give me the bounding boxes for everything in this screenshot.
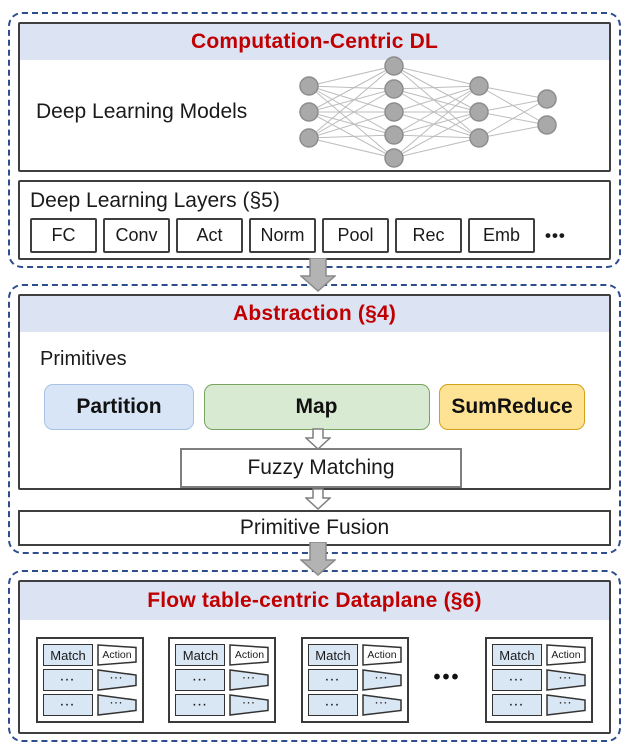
- primitive-partition: Partition: [44, 384, 194, 430]
- deep-learning-models-box: Computation-Centric DL Deep Learning Mod…: [18, 22, 611, 172]
- match-cell: Match: [491, 644, 542, 666]
- match-row-dots: ...: [60, 671, 76, 684]
- action-row: ...: [229, 669, 270, 691]
- section3-header-band: Flow table-centric Dataplane (§6): [20, 582, 609, 620]
- layer-chip-act: Act: [176, 218, 243, 253]
- section-abstraction: Abstraction (§4) Primitives Partition Ma…: [8, 284, 621, 554]
- action-row: ...: [229, 694, 270, 716]
- primitive-sumreduce: SumReduce: [439, 384, 585, 430]
- neural-network-diagram: [289, 56, 569, 168]
- match-cell: Match: [307, 644, 358, 666]
- dataplane-box: Flow table-centric Dataplane (§6) Match …: [18, 580, 611, 734]
- section-computation-centric-dl: Computation-Centric DL Deep Learning Mod…: [8, 12, 621, 268]
- section2-header-band: Abstraction (§4): [20, 296, 609, 332]
- flow-table: Match Action ... ... .: [168, 637, 277, 723]
- action-row: ...: [546, 669, 586, 691]
- action-row: ...: [97, 669, 137, 691]
- match-row-dots: ...: [192, 696, 209, 709]
- section1-title: Computation-Centric DL: [190, 30, 439, 53]
- action-row: ...: [546, 694, 586, 716]
- match-row-dots: ...: [192, 671, 209, 684]
- fuzzy-matching-box: Fuzzy Matching: [180, 448, 462, 488]
- action-cell: Action: [546, 644, 586, 666]
- flow-tables-row: Match Action ... ... .: [36, 636, 593, 724]
- primitives-label: Primitives: [40, 348, 127, 370]
- layer-chip-fc: FC: [30, 218, 97, 253]
- deep-learning-models-label: Deep Learning Models: [36, 100, 248, 123]
- deep-learning-layers-label: Deep Learning Layers (§5): [30, 189, 280, 212]
- neural-network-svg: [299, 56, 557, 168]
- flow-table: Match Action ... ... .: [300, 637, 409, 723]
- layer-chips-row: FC Conv Act Norm Pool Rec Emb •••: [30, 218, 599, 253]
- section2-title: Abstraction (§4): [232, 302, 397, 325]
- flow-table: Match Action ... ... .: [36, 637, 144, 723]
- action-cell: Action: [362, 644, 402, 666]
- match-cell: Match: [43, 644, 93, 666]
- match-row-dots: ...: [60, 696, 76, 709]
- abstraction-box: Abstraction (§4) Primitives Partition Ma…: [18, 294, 611, 490]
- match-row-dots: ...: [325, 671, 341, 684]
- down-arrow-hollow-icon: [305, 488, 331, 510]
- down-arrow-icon: [300, 258, 336, 292]
- match-row-dots: ...: [325, 696, 341, 709]
- primitive-fusion-box: Primitive Fusion: [18, 510, 611, 546]
- layer-chip-rec: Rec: [395, 218, 462, 253]
- layer-chip-pool: Pool: [322, 218, 389, 253]
- action-row: ...: [362, 669, 402, 691]
- section3-title: Flow table-centric Dataplane (§6): [147, 589, 482, 612]
- down-arrow-hollow-icon: [305, 428, 331, 450]
- layers-ellipsis: •••: [545, 225, 566, 245]
- down-arrow-icon: [300, 542, 336, 576]
- flow-tables-ellipsis: •••: [433, 666, 461, 689]
- primitives-row: Partition Map SumReduce: [44, 384, 585, 430]
- action-cell: Action: [97, 644, 137, 666]
- layer-chip-conv: Conv: [103, 218, 170, 253]
- section-flow-table-dataplane: Flow table-centric Dataplane (§6) Match …: [8, 570, 621, 742]
- deep-learning-layers-box: Deep Learning Layers (§5) FC Conv Act No…: [18, 180, 611, 260]
- action-row: ...: [97, 694, 137, 716]
- section1-header-band: Computation-Centric DL: [20, 24, 609, 60]
- primitive-map: Map: [203, 384, 430, 430]
- match-row-dots: ...: [509, 671, 525, 684]
- match-cell: Match: [175, 644, 226, 666]
- match-row-dots: ...: [509, 696, 525, 709]
- action-row: ...: [362, 694, 402, 716]
- action-cell: Action: [229, 644, 270, 666]
- flow-table: Match Action ... ... .: [484, 637, 593, 723]
- layer-chip-emb: Emb: [468, 218, 535, 253]
- layer-chip-norm: Norm: [249, 218, 316, 253]
